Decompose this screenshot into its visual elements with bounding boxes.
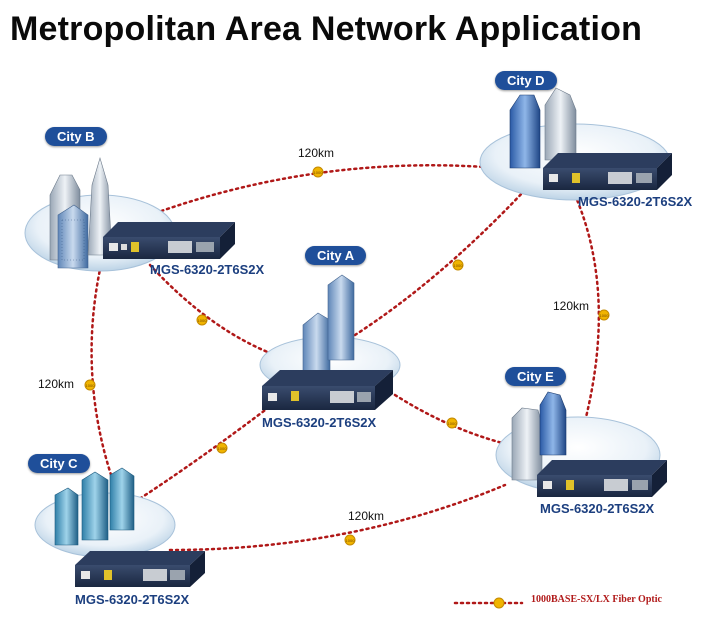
- legend-line: [453, 597, 524, 609]
- link-d-a: [353, 188, 527, 337]
- svg-text:1000: 1000: [198, 318, 208, 323]
- city-a-node: [259, 274, 401, 410]
- switch-device: [75, 551, 205, 587]
- switch-device: [262, 370, 393, 410]
- city-d-node: [479, 87, 672, 201]
- page-title: Metropolitan Area Network Application: [10, 10, 643, 48]
- city-b-model-label: MGS-6320-2T6S2X: [150, 262, 265, 277]
- city-b-node: [24, 156, 235, 272]
- city-c-buildings: [54, 467, 135, 546]
- svg-text:1000: 1000: [218, 446, 228, 451]
- fiber-links: [90, 164, 600, 552]
- fiber-marker: 1000: [216, 442, 228, 454]
- fiber-marker: 1000: [196, 314, 208, 326]
- fiber-marker: 1000: [452, 259, 464, 271]
- fiber-marker: 1000: [312, 166, 324, 178]
- switch-device: [537, 460, 667, 497]
- legend-text: 1000BASE-SX/LX Fiber Optic: [531, 594, 662, 605]
- distance-label-d-e: 120km: [553, 299, 590, 313]
- fiber-markers: 1000 1000 1000 1000 1000 1000 1000 1000: [84, 166, 610, 546]
- fiber-marker: 1000: [344, 534, 356, 546]
- svg-text:1000: 1000: [346, 538, 356, 543]
- distance-label-b-d: 120km: [298, 146, 335, 160]
- svg-text:1000: 1000: [314, 170, 324, 175]
- link-c-a: [128, 393, 287, 507]
- link-e-a: [393, 393, 512, 447]
- fiber-marker: 1000: [598, 309, 610, 321]
- city-c-model-label: MGS-6320-2T6S2X: [75, 592, 190, 607]
- city-e-node: [495, 391, 667, 497]
- city-a-model-label: MGS-6320-2T6S2X: [262, 415, 377, 430]
- svg-text:1000: 1000: [448, 421, 458, 426]
- svg-text:1000: 1000: [86, 383, 96, 388]
- link-b-a: [148, 263, 277, 357]
- city-a-label: City A: [305, 246, 367, 265]
- city-d-label: City D: [495, 71, 557, 90]
- city-b-label: City B: [45, 127, 107, 146]
- legend: 1000BASE-SX/LX Fiber Optic: [455, 594, 662, 605]
- city-e-buildings: [511, 391, 567, 481]
- city-b-buildings: [49, 156, 113, 269]
- city-c-label: City C: [28, 454, 90, 473]
- switch-device: [103, 222, 235, 259]
- city-a-buildings: [302, 274, 355, 373]
- distance-label-c-e: 120km: [348, 509, 385, 523]
- link-b-d: [148, 164, 522, 217]
- city-e-label: City E: [505, 367, 566, 386]
- link-b-c: [90, 258, 120, 497]
- fiber-marker: 1000: [84, 379, 96, 391]
- svg-text:1000: 1000: [600, 313, 610, 318]
- city-d-model-label: MGS-6320-2T6S2X: [578, 194, 693, 209]
- switch-device: [543, 153, 672, 190]
- fiber-marker: 1000: [446, 417, 458, 429]
- city-c-node: [34, 467, 205, 587]
- link-d-e: [573, 193, 600, 442]
- svg-text:1000: 1000: [454, 263, 464, 268]
- city-e-model-label: MGS-6320-2T6S2X: [540, 501, 655, 516]
- city-d-buildings: [509, 87, 577, 169]
- distance-label-b-c: 120km: [38, 377, 75, 391]
- link-c-e: [168, 483, 507, 552]
